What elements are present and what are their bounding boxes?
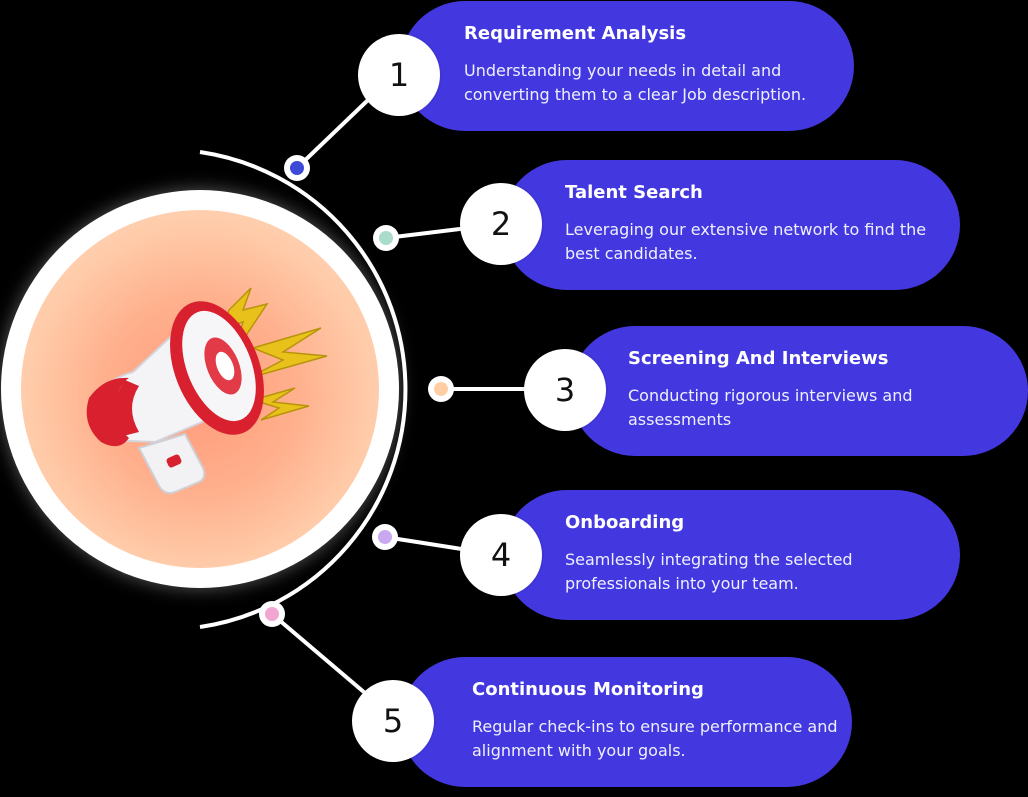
timeline-dot-1 — [284, 155, 310, 181]
hub-circle — [1, 190, 399, 588]
connector-4 — [384, 535, 469, 552]
step-card-3: Screening And Interviews Conducting rigo… — [570, 326, 1028, 456]
step-number-badge: 4 — [460, 514, 542, 596]
step-card-2: Talent Search Leveraging our extensive n… — [502, 160, 960, 290]
step-title: Continuous Monitoring — [472, 679, 704, 700]
bolt-icon — [248, 327, 328, 379]
hub-glow — [21, 210, 379, 568]
megaphone-icon — [86, 287, 328, 495]
timeline-dot-5 — [259, 601, 285, 627]
step-description: Seamlessly integrating the selected prof… — [565, 550, 853, 593]
timeline-dot-2 — [373, 225, 399, 251]
timeline-arc — [199, 150, 408, 629]
step-description: Conducting rigorous interviews and asses… — [628, 386, 913, 429]
step-title: Screening And Interviews — [628, 348, 889, 369]
timeline-dot-4 — [372, 524, 398, 550]
step-description: Understanding your needs in detail and c… — [464, 61, 807, 104]
step-card-1: Requirement Analysis Understanding your … — [400, 1, 854, 131]
bolt-icon — [250, 387, 310, 421]
connector-5 — [270, 612, 367, 695]
step-number-badge: 3 — [524, 349, 606, 431]
step-card-4: Onboarding Seamlessly integrating the se… — [502, 490, 960, 620]
step-description: Leveraging our extensive network to find… — [565, 220, 927, 263]
step-title: Onboarding — [565, 512, 685, 533]
step-card-5: Continuous Monitoring Regular check-ins … — [400, 657, 852, 787]
connector-1 — [295, 98, 370, 170]
step-number-badge: 1 — [358, 34, 440, 116]
connector-2 — [385, 226, 469, 240]
step-number-badge: 5 — [352, 680, 434, 762]
timeline-dot-3 — [428, 376, 454, 402]
step-description: Regular check-ins to ensure performance … — [472, 717, 838, 760]
step-title: Talent Search — [565, 182, 703, 203]
step-number-badge: 2 — [460, 183, 542, 265]
step-title: Requirement Analysis — [464, 23, 687, 44]
